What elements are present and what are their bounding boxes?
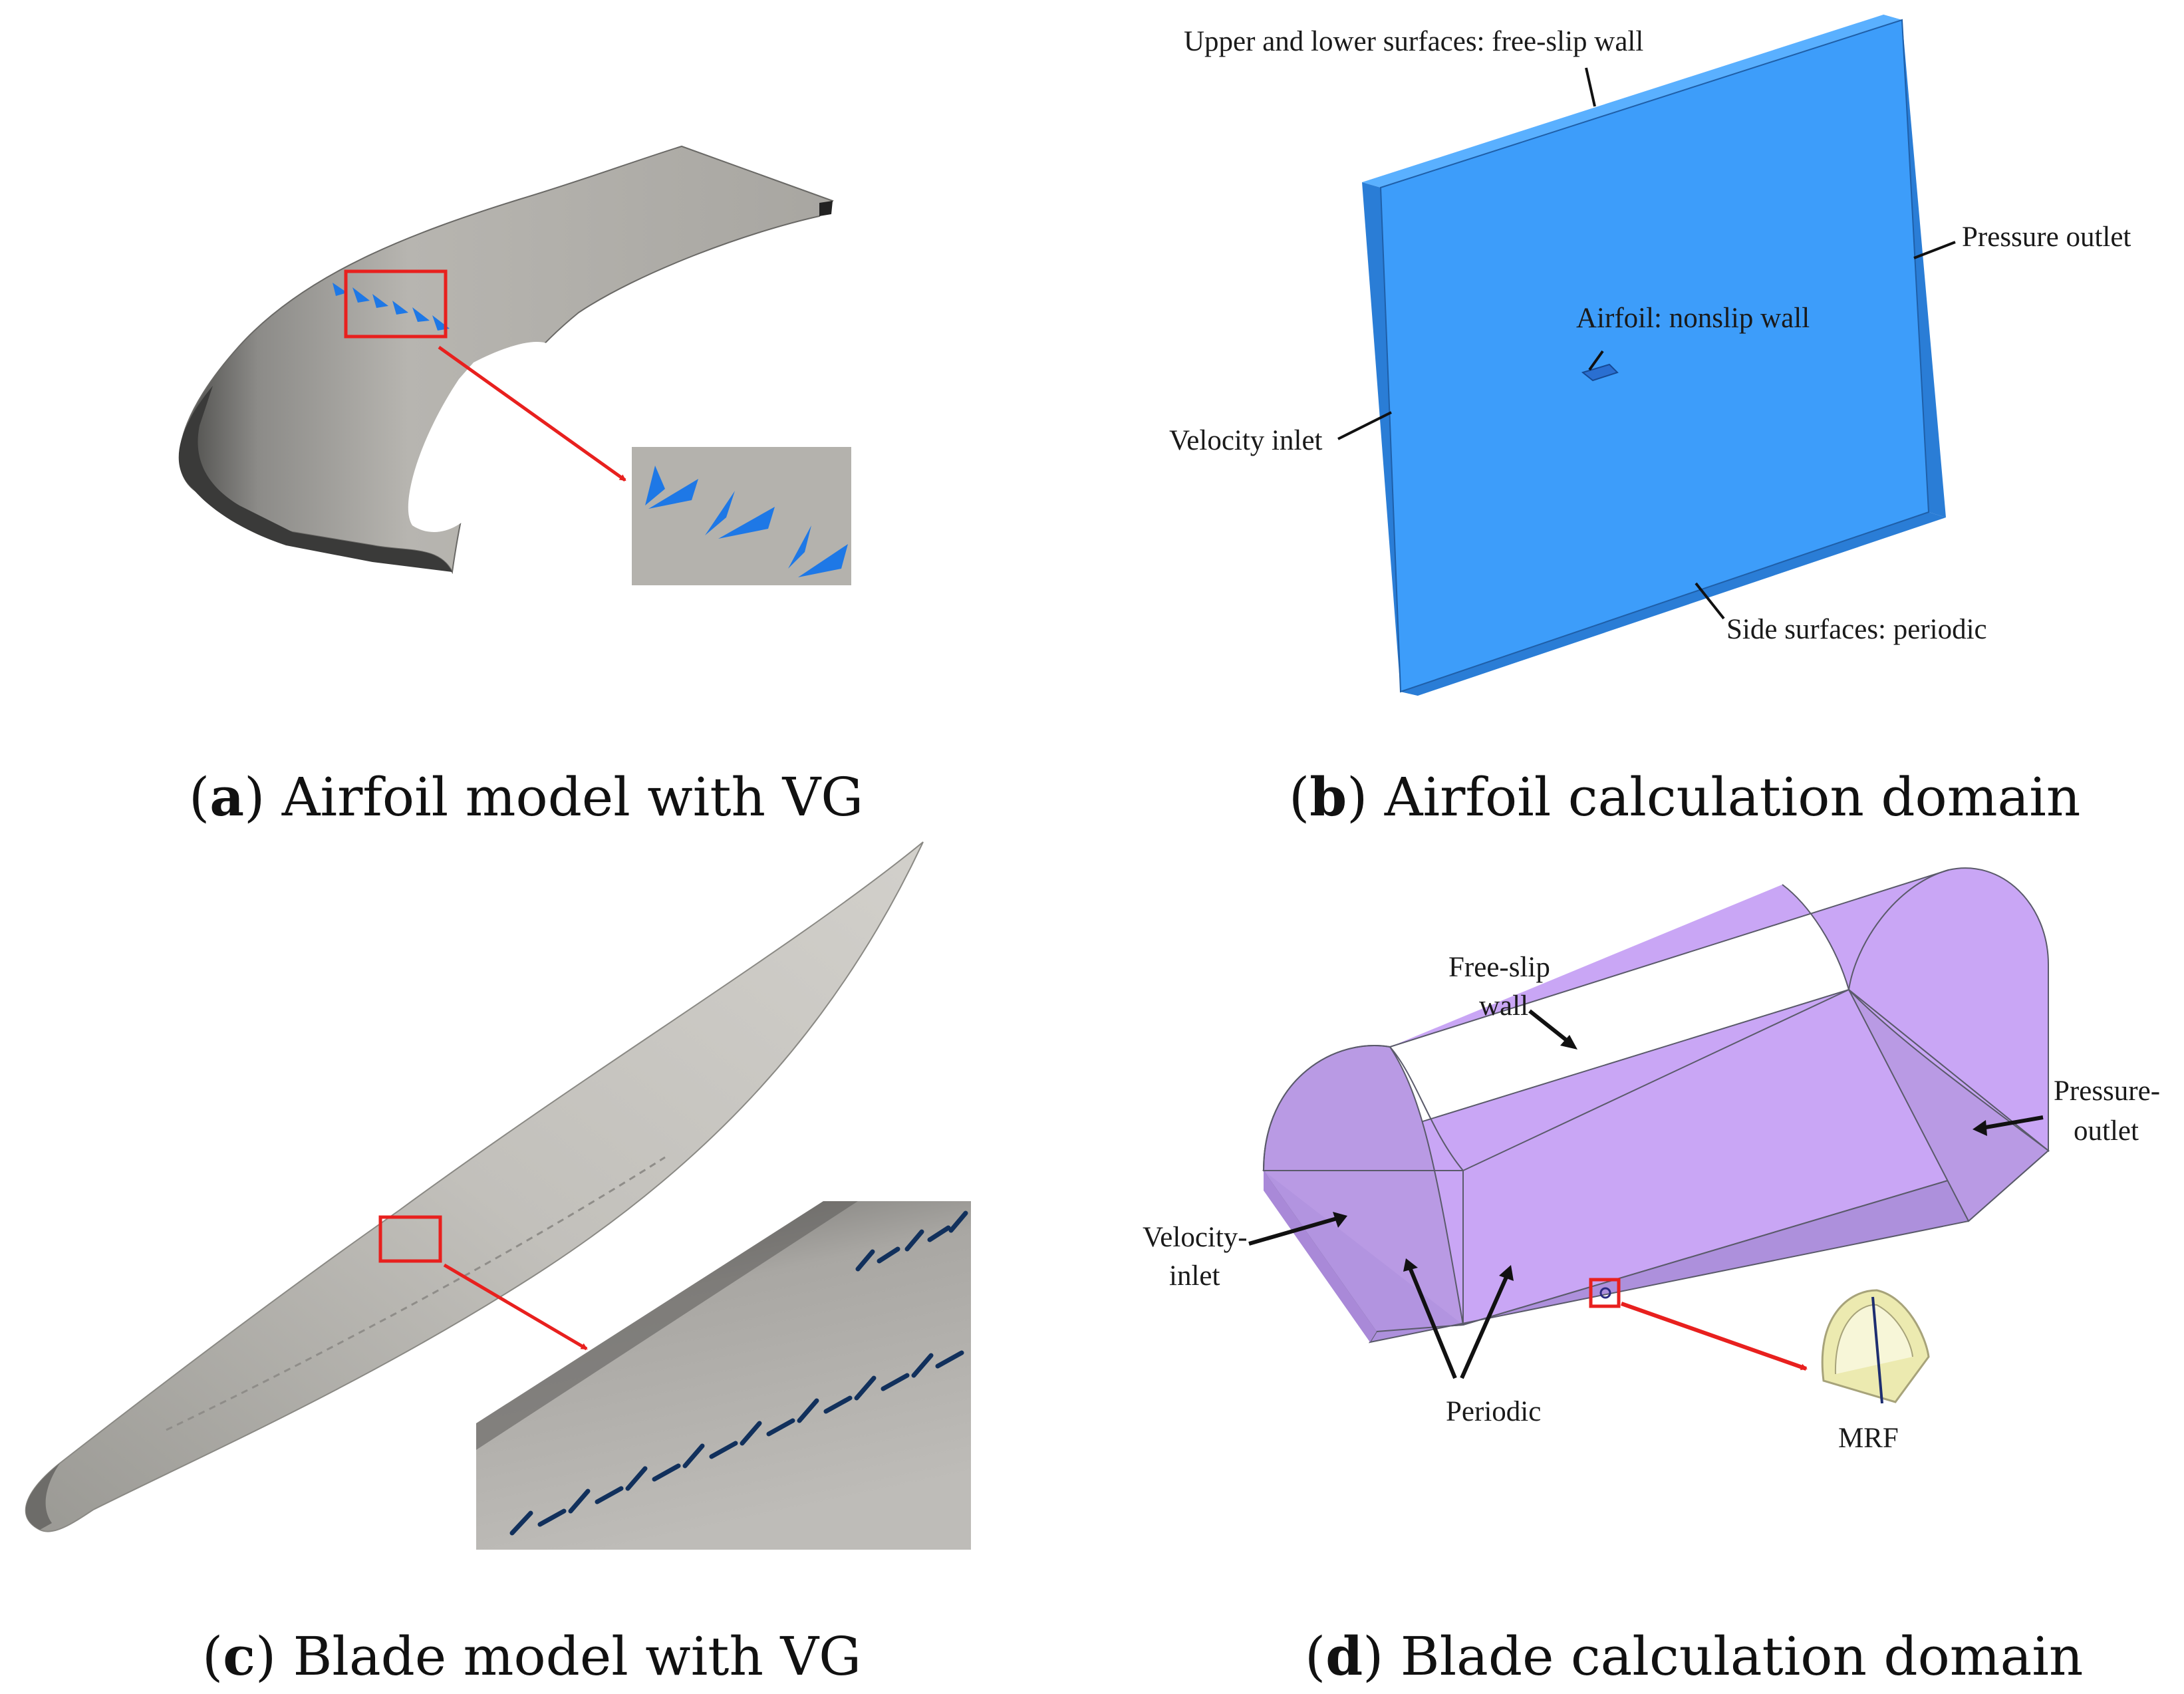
domain-airfoil xyxy=(1581,363,1619,382)
blade-zoom-arrow xyxy=(443,1263,588,1351)
label-pressure-outlet-line1: Pressure- xyxy=(2054,1075,2160,1107)
caption-b-text: Airfoil calculation domain xyxy=(1384,766,2081,828)
label-periodic: Periodic xyxy=(1446,1396,1541,1427)
label-velocity-inlet-line2: inlet xyxy=(1169,1260,1220,1292)
airfoil-vg-zoom-inset xyxy=(632,447,851,585)
zoom-vg-pairs xyxy=(645,466,848,577)
label-pressure-outlet: Pressure outlet xyxy=(1962,221,2131,253)
caption-b-letter: b xyxy=(1309,766,1347,828)
caption-d-text: Blade calculation domain xyxy=(1400,1625,2084,1687)
panel-d-blade-domain: Free-slip wall Pressure- outlet Velocity… xyxy=(1143,867,2160,1454)
airfoil-zoom-arrow xyxy=(438,345,626,482)
caption-a-letter: a xyxy=(209,766,245,828)
panel-a-airfoil-model xyxy=(178,145,851,585)
airfoil-highlight-box xyxy=(344,269,448,339)
caption-d-letter: d xyxy=(1325,1625,1363,1687)
airfoil-leading-edge xyxy=(178,386,452,572)
caption-c-text: Blade model with VG xyxy=(293,1625,862,1687)
label-side-surfaces-periodic: Side surfaces: periodic xyxy=(1726,614,1987,645)
caption-a: (a) Airfoil model with VG xyxy=(189,766,864,828)
caption-c: (c) Blade model with VG xyxy=(202,1625,862,1687)
blade-highlight-box xyxy=(378,1215,442,1263)
caption-c-letter: c xyxy=(223,1625,255,1687)
label-free-slip-line2: wall xyxy=(1479,990,1528,1022)
mrf-zoom-arrow xyxy=(1621,1302,1808,1371)
panel-c-blade-model xyxy=(25,841,971,1550)
mrf-highlight-box xyxy=(1589,1278,1621,1308)
label-airfoil-nonslip-wall: Airfoil: nonslip wall xyxy=(1576,303,1810,334)
label-upper-lower-surfaces: Upper and lower surfaces: free-slip wall xyxy=(1184,26,1643,57)
domain-front-face xyxy=(1379,19,1930,693)
caption-d: (d) Blade calculation domain xyxy=(1305,1625,2084,1687)
label-pressure-outlet-line2: outlet xyxy=(2074,1115,2139,1147)
panel-b-airfoil-domain: Upper and lower surfaces: free-slip wall… xyxy=(1169,15,2131,696)
label-velocity-inlet-line1: Velocity- xyxy=(1143,1222,1248,1253)
label-mrf: MRF xyxy=(1838,1423,1899,1454)
caption-a-text: Airfoil model with VG xyxy=(281,766,864,828)
label-free-slip-line1: Free-slip xyxy=(1448,952,1550,983)
domain-front-face-d xyxy=(1264,1171,1463,1332)
label-velocity-inlet: Velocity inlet xyxy=(1169,425,1323,456)
airfoil-opening xyxy=(408,342,553,532)
caption-b: (b) Airfoil calculation domain xyxy=(1289,766,2081,828)
blade-zoom-vg-row xyxy=(509,1210,968,1536)
blade-vg-zoom-inset xyxy=(476,1201,971,1550)
